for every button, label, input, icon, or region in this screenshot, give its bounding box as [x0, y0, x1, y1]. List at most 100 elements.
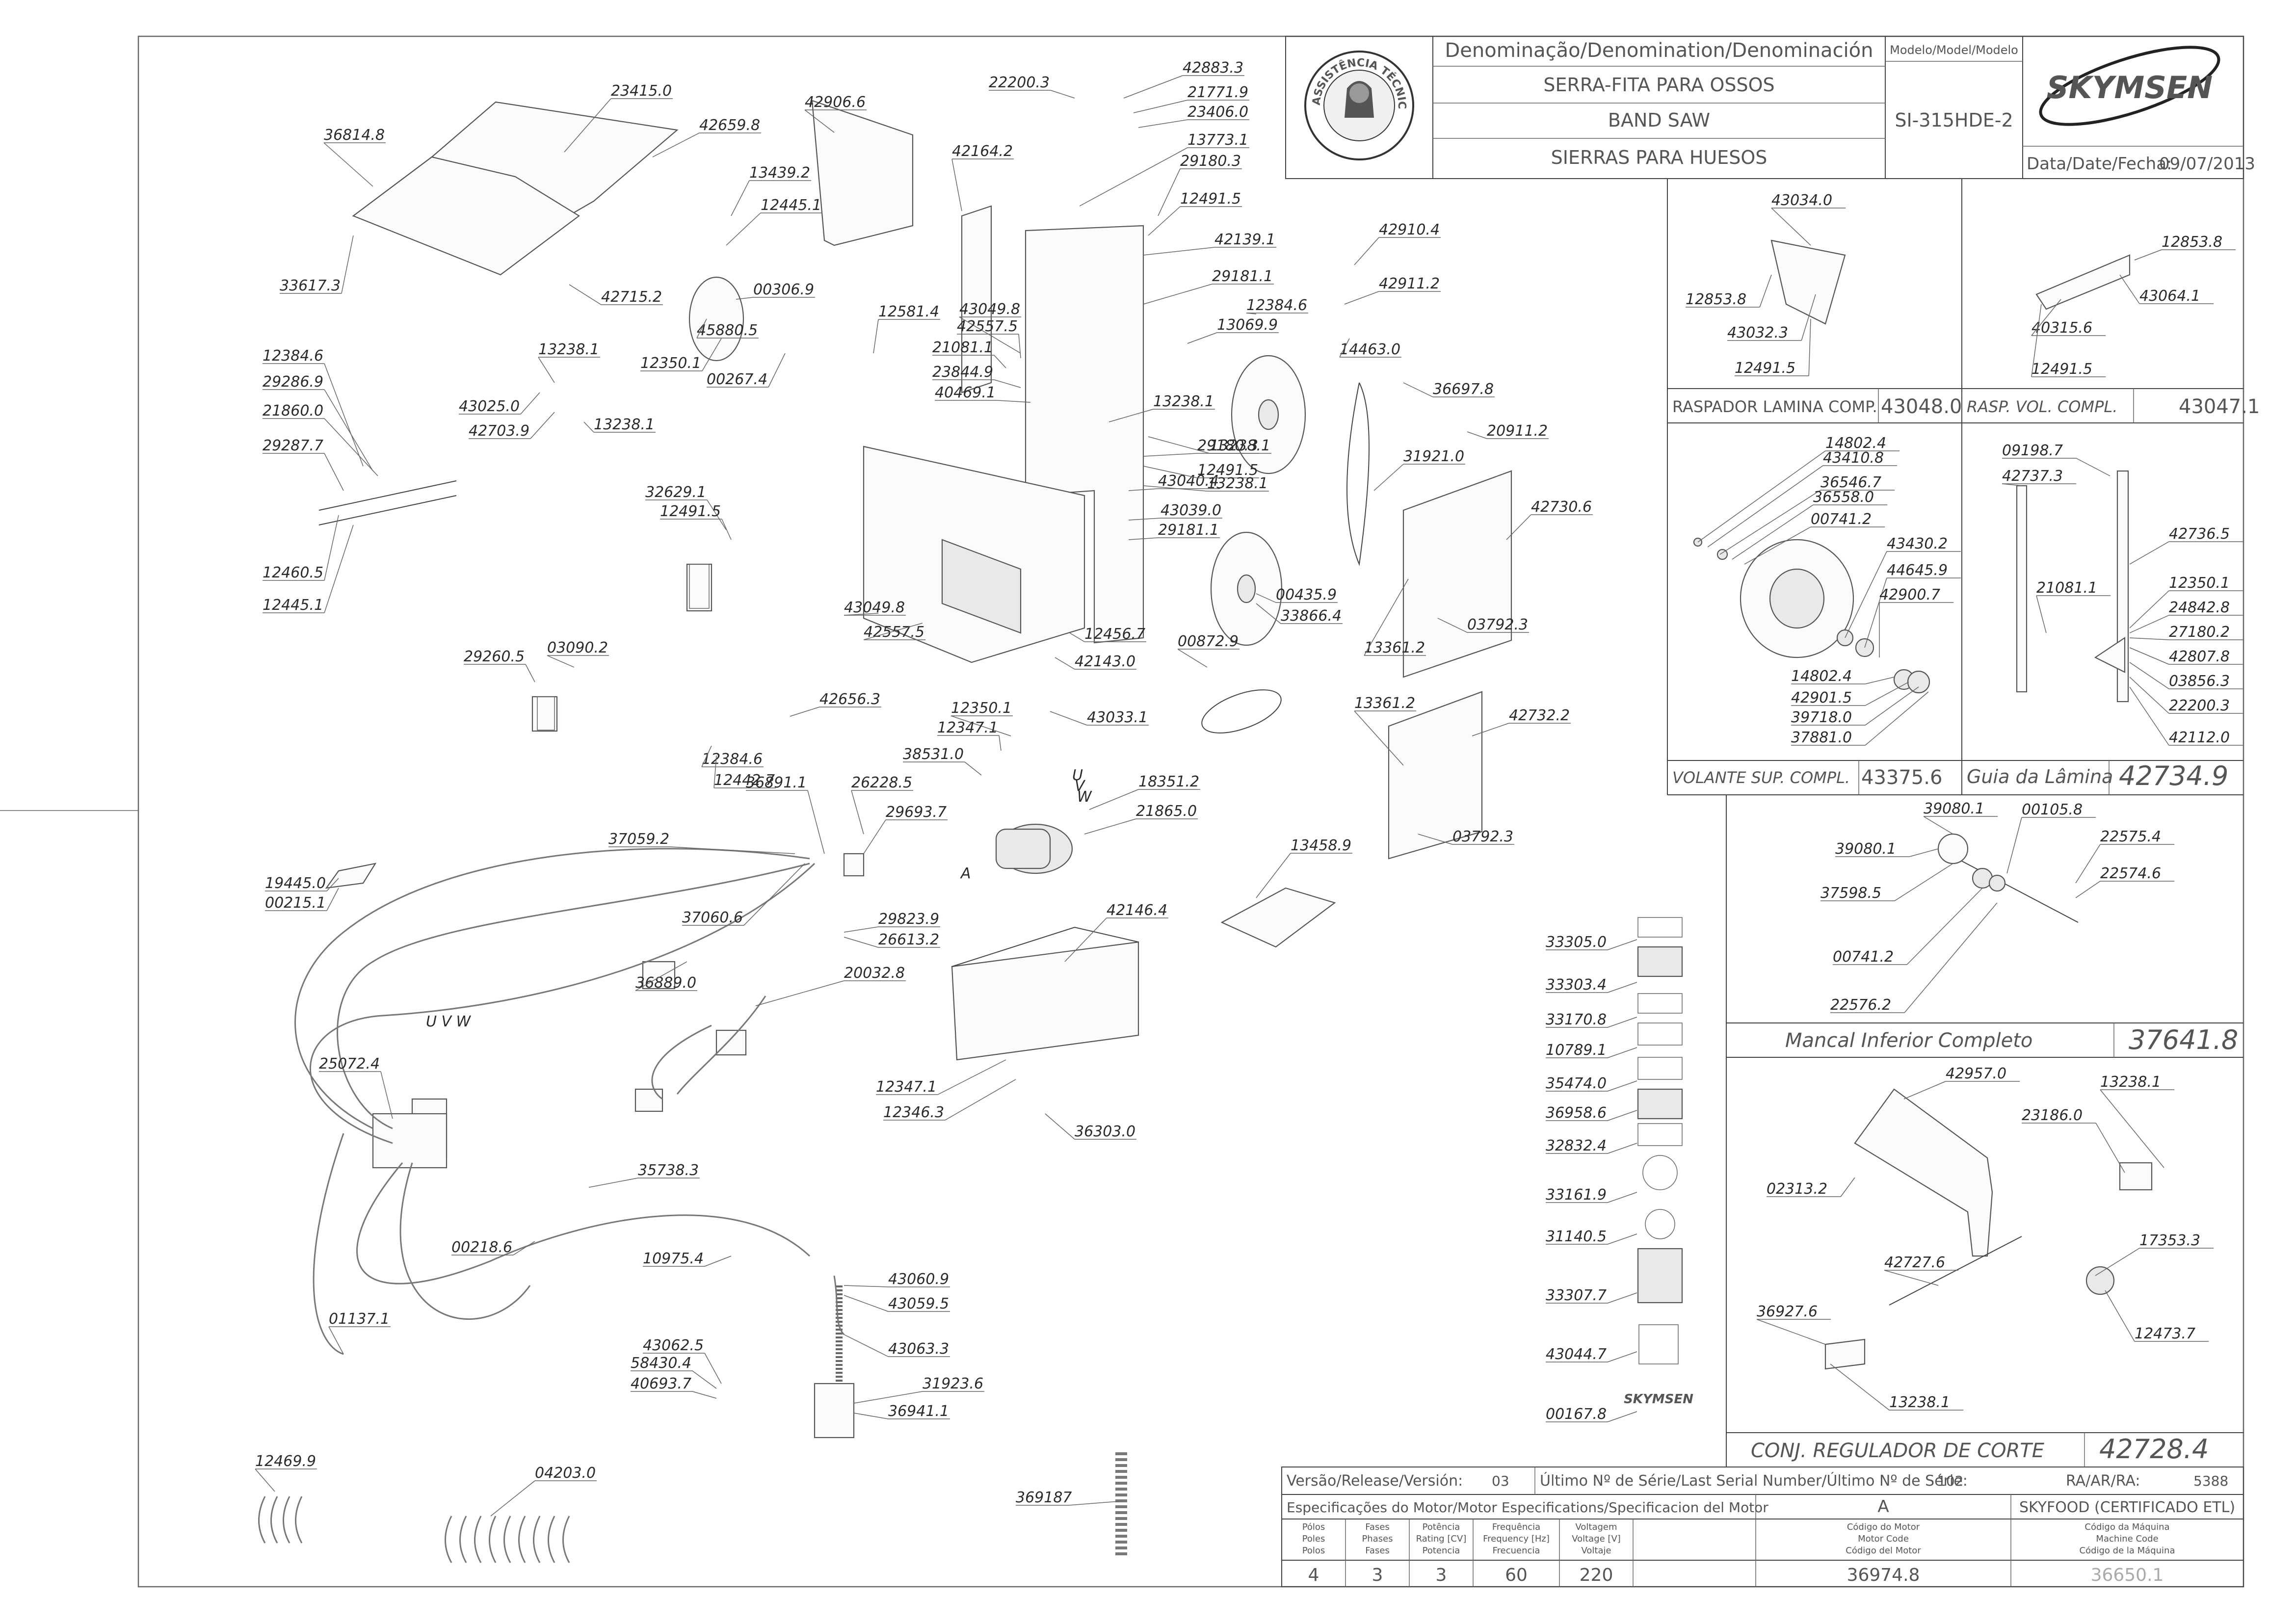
subassembly-code-rasp-vol: 43047.1	[2179, 395, 2260, 418]
leader-line	[1437, 618, 1468, 633]
part-number-label: 26613.2	[878, 931, 939, 948]
leader-line	[326, 888, 339, 911]
leader-line	[1084, 818, 1136, 835]
lower-door	[1388, 691, 1483, 860]
drawing-border	[137, 35, 2244, 1588]
part-number-label: 12384.6	[1246, 297, 1307, 314]
leader-line	[2036, 595, 2047, 633]
part-number-label: 43033.1	[1087, 709, 1148, 726]
part-number-label: 43063.3	[888, 1340, 949, 1358]
leader-line	[736, 297, 754, 300]
part-number-label: 33303.4	[1546, 976, 1607, 994]
part-number-label: 17353.3	[2139, 1232, 2200, 1249]
part-number-label: 43040.4	[1158, 472, 1219, 490]
leader-line	[851, 790, 864, 835]
leader-line	[1732, 504, 1814, 560]
part-number-label: 12347.1	[876, 1078, 937, 1096]
col-machine-code-es: Código de la Máquina	[2080, 1545, 2175, 1556]
part-number-label: 42139.1	[1214, 231, 1275, 248]
leader-line	[2129, 615, 2169, 633]
motor-variant: A	[1877, 1497, 1889, 1517]
leader-line	[1607, 1233, 1637, 1245]
leader-line	[324, 363, 364, 467]
part-number-label: 14802.4	[1791, 668, 1852, 685]
serial-label: Último Nº de Série/Last Serial Number/Úl…	[1540, 1471, 1968, 1490]
leader-line	[1128, 537, 1159, 540]
leader-line	[328, 1326, 344, 1355]
blade-guard	[961, 205, 992, 393]
part-number-label: 03090.2	[547, 639, 608, 656]
leader-line	[1909, 848, 1939, 857]
part-number-label: 20032.8	[844, 965, 905, 982]
leader-line	[1018, 334, 1021, 359]
part-number-label: 12384.6	[263, 347, 323, 365]
part-number-label: 00215.1	[265, 894, 326, 912]
leader-line	[964, 761, 982, 776]
leader-line	[768, 353, 786, 388]
leader-line	[1339, 338, 1350, 358]
part-number-label: 43059.5	[888, 1295, 949, 1312]
leader-line	[2095, 1248, 2140, 1276]
part-number-label: 20911.2	[1487, 422, 1548, 440]
uvw-label: U V W	[426, 1013, 472, 1030]
part-number-label: 13238.1	[538, 341, 599, 358]
leader-line	[844, 613, 879, 616]
part-number-label: 42957.0	[1946, 1065, 2006, 1082]
leader-line	[731, 180, 750, 216]
part-number-label: 43044.7	[1546, 1346, 1607, 1363]
part-number-label: 42730.6	[1531, 498, 1592, 516]
cutting-regulator	[1854, 1088, 1993, 1257]
leader-line	[692, 1370, 717, 1389]
subassembly-code-regulador: 42728.4	[2099, 1434, 2209, 1465]
part-number-label: 33866.4	[1281, 607, 1342, 625]
part-number-label: 12853.8	[1686, 291, 1746, 308]
value-phases: 3	[1372, 1565, 1383, 1585]
part-number-label: 23186.0	[2022, 1107, 2083, 1124]
leader-line	[635, 961, 687, 991]
leader-line	[324, 418, 378, 476]
leader-line	[1068, 1501, 1119, 1506]
subassembly-title-regulador: CONJ. REGULADOR DE CORTE	[1751, 1440, 2045, 1462]
leader-line	[1801, 294, 1816, 341]
vent-grille	[689, 564, 710, 609]
col-motor-code-es: Código del Motor	[1846, 1545, 1921, 1556]
leader-line	[1607, 1351, 1637, 1362]
part-number-label: 13238.1	[1153, 393, 1214, 410]
part-number-label: 31921.0	[1403, 448, 1464, 465]
leader-line	[1607, 1143, 1637, 1154]
leader-line	[1607, 1411, 1637, 1422]
leader-line	[1759, 274, 1772, 308]
leader-line	[1884, 1270, 1939, 1286]
part-number-label: 42715.2	[601, 288, 662, 306]
part-number-label: 40469.1	[935, 384, 996, 401]
part-number-label: 43410.8	[1823, 449, 1884, 467]
part-number-label: 36558.0	[1813, 489, 1874, 506]
part-number-label: 10975.4	[643, 1250, 704, 1267]
ra-label: RA/AR/RA:	[2066, 1472, 2140, 1490]
leader-line	[704, 1353, 722, 1384]
table-plate	[352, 156, 580, 276]
part-number-label: 00435.9	[1276, 586, 1337, 603]
leader-line	[1744, 526, 1811, 565]
leader-line	[1246, 313, 1257, 314]
part-number-label: 12442.7	[714, 772, 775, 789]
part-number-label: 43032.3	[1727, 324, 1788, 341]
value-machine-code: 36650.1	[2091, 1565, 2164, 1585]
part-number-label: 13238.1	[1889, 1394, 1950, 1411]
part-number-label: 21081.1	[2036, 579, 2097, 597]
date-value: 09/07/2013	[2159, 154, 2255, 174]
leader-line	[696, 318, 707, 339]
leader-line	[1707, 465, 1823, 548]
part-number-label: 42164.2	[952, 143, 1013, 160]
leader-line	[1055, 657, 1075, 670]
motor-spec-label: Especificações do Motor/Motor Especifica…	[1287, 1499, 1768, 1516]
part-number-label: 36941.1	[888, 1403, 949, 1420]
col-machine-code-pt: Código da Máquina	[2084, 1522, 2169, 1532]
leader-line	[525, 664, 535, 682]
leader-line	[996, 400, 1031, 403]
part-number-label: 02313.2	[1767, 1180, 1827, 1198]
leader-line	[2129, 686, 2169, 746]
part-number-label: 12853.8	[2162, 234, 2222, 251]
machine-parts: A U V W	[258, 100, 1512, 1563]
tray	[1220, 887, 1336, 948]
